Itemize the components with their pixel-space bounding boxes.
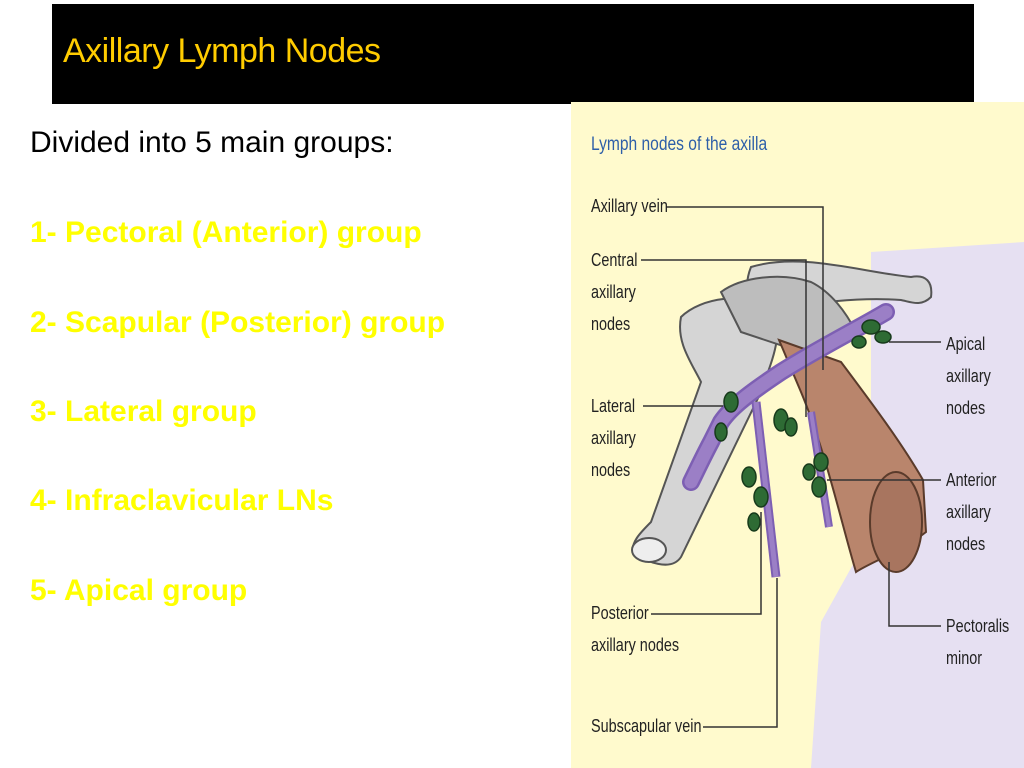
- title-bar: Axillary Lymph Nodes: [52, 4, 974, 104]
- leader-central: [641, 259, 807, 417]
- pectoralis-minor-end: [869, 471, 923, 573]
- leader-axillary-vein: [666, 206, 824, 370]
- label-pectoralis-minor: Pectoralis minor: [946, 616, 1010, 668]
- posterior-node: [741, 466, 757, 488]
- lateral-node: [723, 391, 739, 413]
- axillary-vein-fill: [684, 305, 893, 489]
- posterior-node: [753, 486, 769, 508]
- anterior-node: [813, 452, 829, 472]
- group-item-infraclavicular: 4- Infraclavicular LNs: [30, 484, 334, 517]
- central-node: [784, 417, 798, 437]
- anterior-node: [802, 463, 816, 481]
- label-subscapular-vein: Subscapular vein: [591, 716, 702, 736]
- label-central-nodes: Central axillary nodes: [591, 250, 638, 334]
- humerus-head: [631, 537, 667, 563]
- group-item-apical: 5- Apical group: [30, 574, 248, 607]
- label-anterior-nodes: Anterior axillary nodes: [946, 470, 997, 554]
- apical-node: [851, 335, 867, 349]
- leader-subscapular: [703, 578, 778, 728]
- intro-text: Divided into 5 main groups:: [30, 126, 394, 159]
- slide-title: Axillary Lymph Nodes: [63, 32, 381, 70]
- label-lateral-nodes: Lateral axillary nodes: [591, 396, 636, 480]
- leader-posterior: [651, 512, 762, 615]
- anterior-node: [811, 476, 827, 498]
- figure-title: Lymph nodes of the axilla: [591, 134, 768, 155]
- anatomy-illustration: [631, 206, 1024, 768]
- group-item-scapular: 2- Scapular (Posterior) group: [30, 306, 446, 339]
- label-axillary-vein: Axillary vein: [591, 196, 668, 216]
- lateral-node: [714, 422, 728, 442]
- label-posterior-nodes: Posterior axillary nodes: [591, 603, 680, 655]
- axilla-lymph-nodes-figure: Lymph nodes of the axilla Axillary vein …: [571, 102, 1024, 768]
- group-item-lateral: 3- Lateral group: [30, 395, 257, 428]
- label-apical-nodes: Apical axillary nodes: [946, 334, 991, 418]
- apical-node: [861, 319, 881, 335]
- group-item-pectoral: 1- Pectoral (Anterior) group: [30, 216, 422, 249]
- apical-node: [874, 330, 892, 344]
- leader-pectoralis: [888, 562, 941, 627]
- posterior-node: [747, 512, 761, 532]
